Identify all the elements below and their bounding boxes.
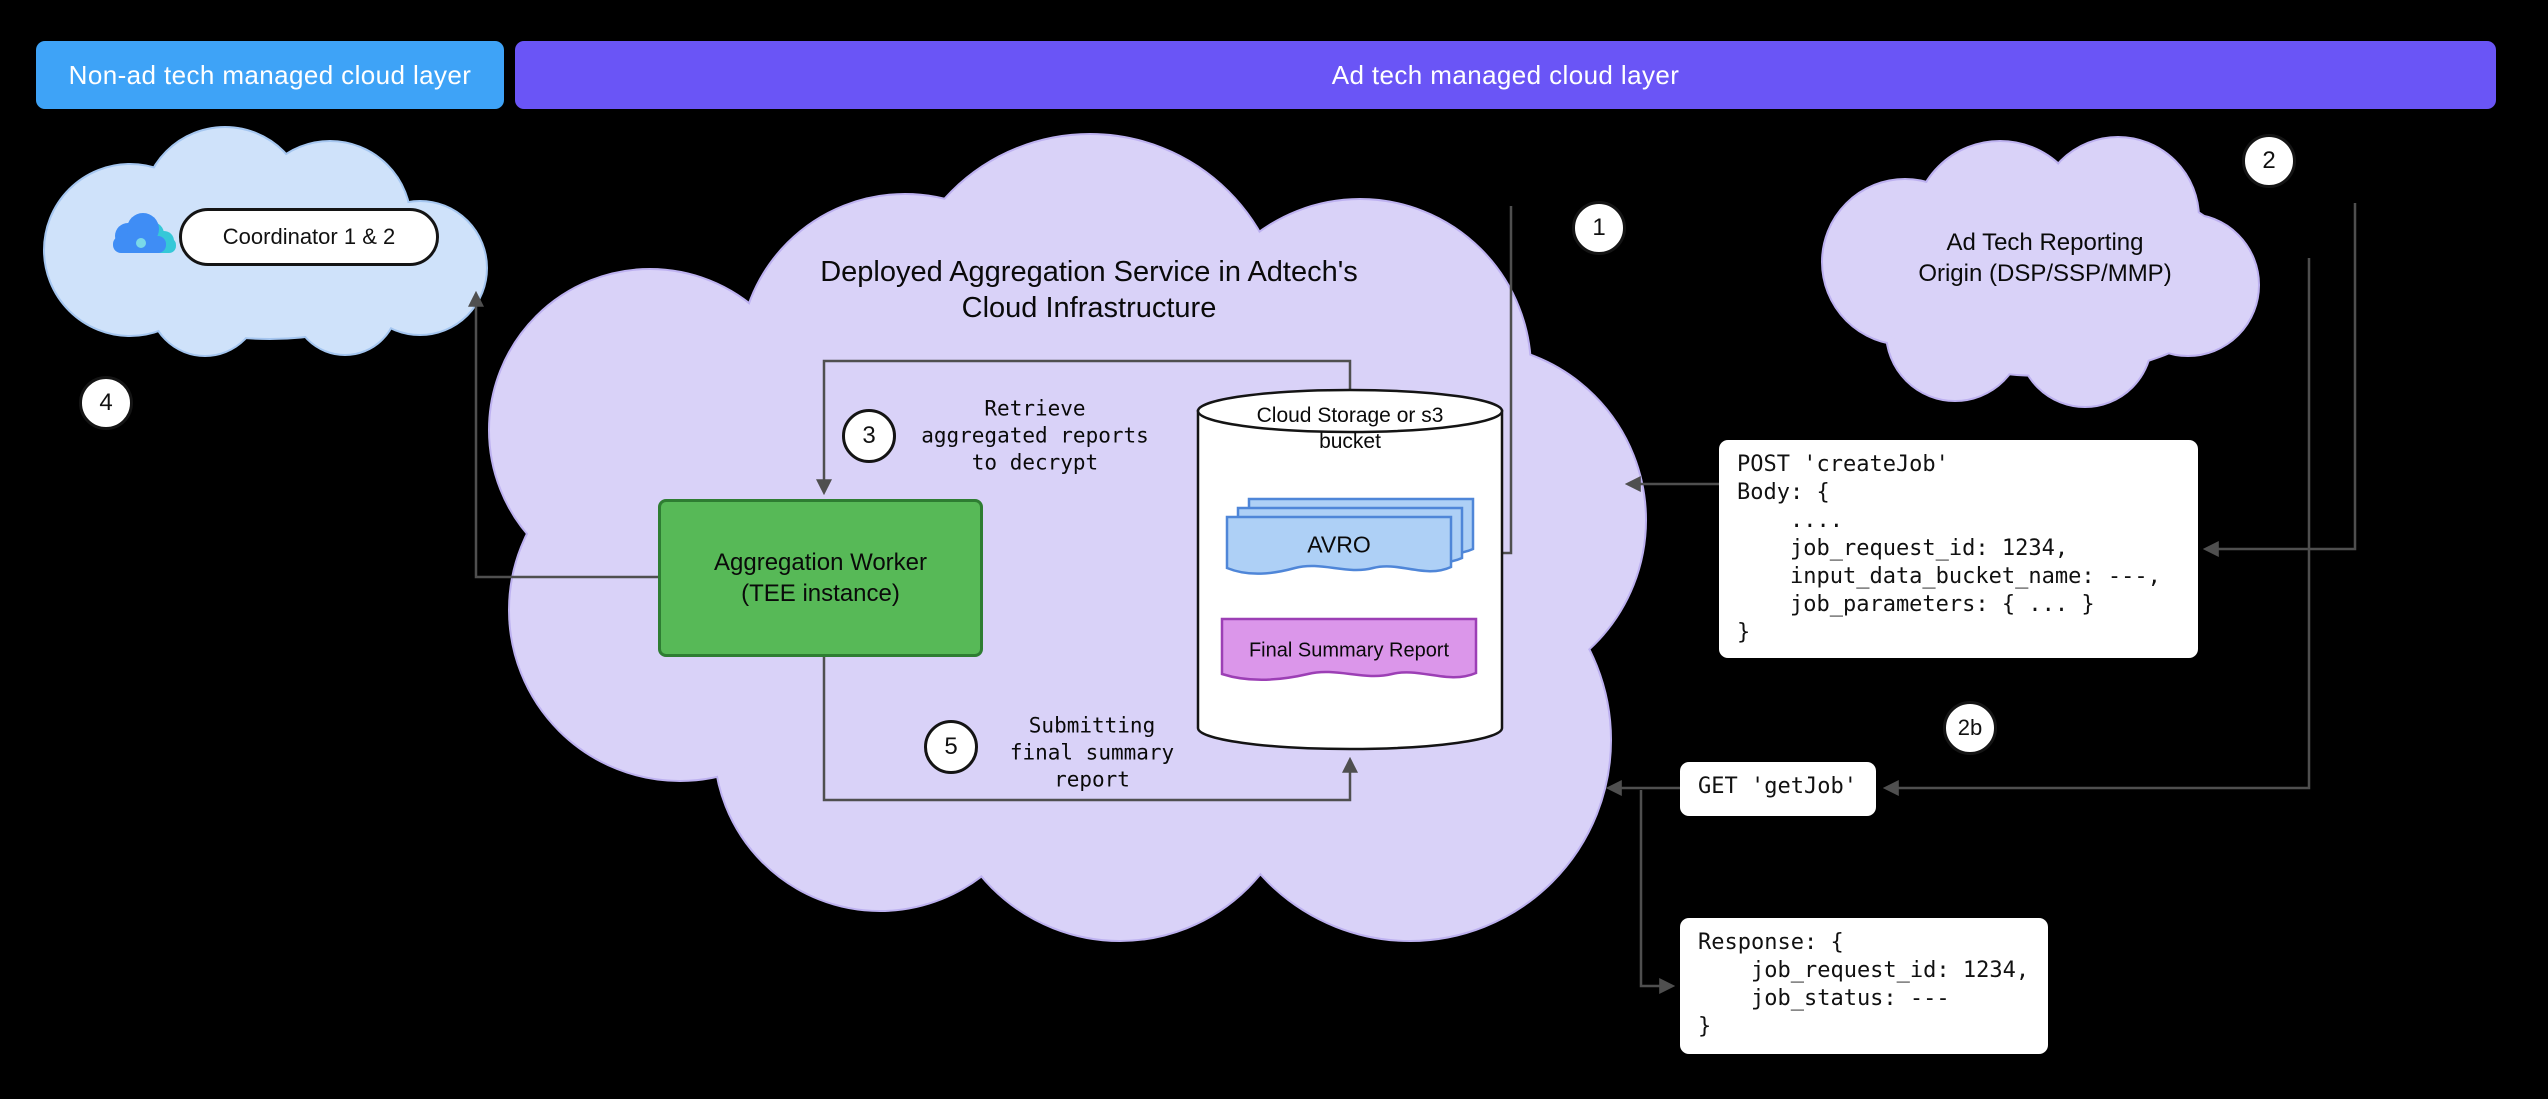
- step-2b-badge: 2b: [1943, 701, 1997, 755]
- step-1-badge: 1: [1572, 201, 1626, 255]
- step-3-annotation: Retrieve aggregated reports to decrypt: [921, 396, 1149, 475]
- step-2-badge: 2: [2242, 134, 2296, 188]
- get-job-response-box: Response: { job_request_id: 1234, job_st…: [1680, 918, 2048, 1054]
- step-2-arrow: [2202, 203, 2357, 557]
- step-4-badge: 4: [79, 376, 133, 430]
- step-2b-arrow: [1882, 258, 2311, 796]
- step-3-arrow: [816, 359, 1352, 496]
- coordinator-node: Coordinator 1 & 2: [179, 208, 439, 266]
- final-summary-report-label: Final Summary Report: [1248, 639, 1450, 662]
- step-5-badge: 5: [924, 720, 978, 774]
- reporting-origin-title: Ad Tech Reporting Origin (DSP/SSP/MMP): [1918, 229, 2172, 287]
- step-5-arrow: [822, 657, 1358, 802]
- aggregation-service-title: Deployed Aggregation Service in Adtech's…: [820, 256, 1358, 324]
- avro-label: AVRO: [1307, 531, 1371, 558]
- connector-arrows: [468, 203, 2357, 994]
- ad-tech-banner: Ad tech managed cloud layer: [515, 41, 2496, 109]
- coordinator-cloud-icon: [113, 213, 176, 253]
- step-3-badge: 3: [842, 409, 896, 463]
- get-job-request-box: GET 'getJob': [1680, 762, 1876, 816]
- aggregation-worker-node: Aggregation Worker (TEE instance): [658, 499, 983, 657]
- step-4-arrow: [468, 290, 658, 579]
- storage-bucket-label: Cloud Storage or s3 bucket: [1256, 404, 1444, 453]
- step-5-annotation: Submitting final summary report: [1009, 713, 1175, 792]
- cloud-to-response-arrow: [1639, 790, 1676, 994]
- create-job-request-box: POST 'createJob' Body: { .... job_reques…: [1719, 440, 2198, 658]
- non-ad-tech-banner: Non-ad tech managed cloud layer: [36, 41, 504, 109]
